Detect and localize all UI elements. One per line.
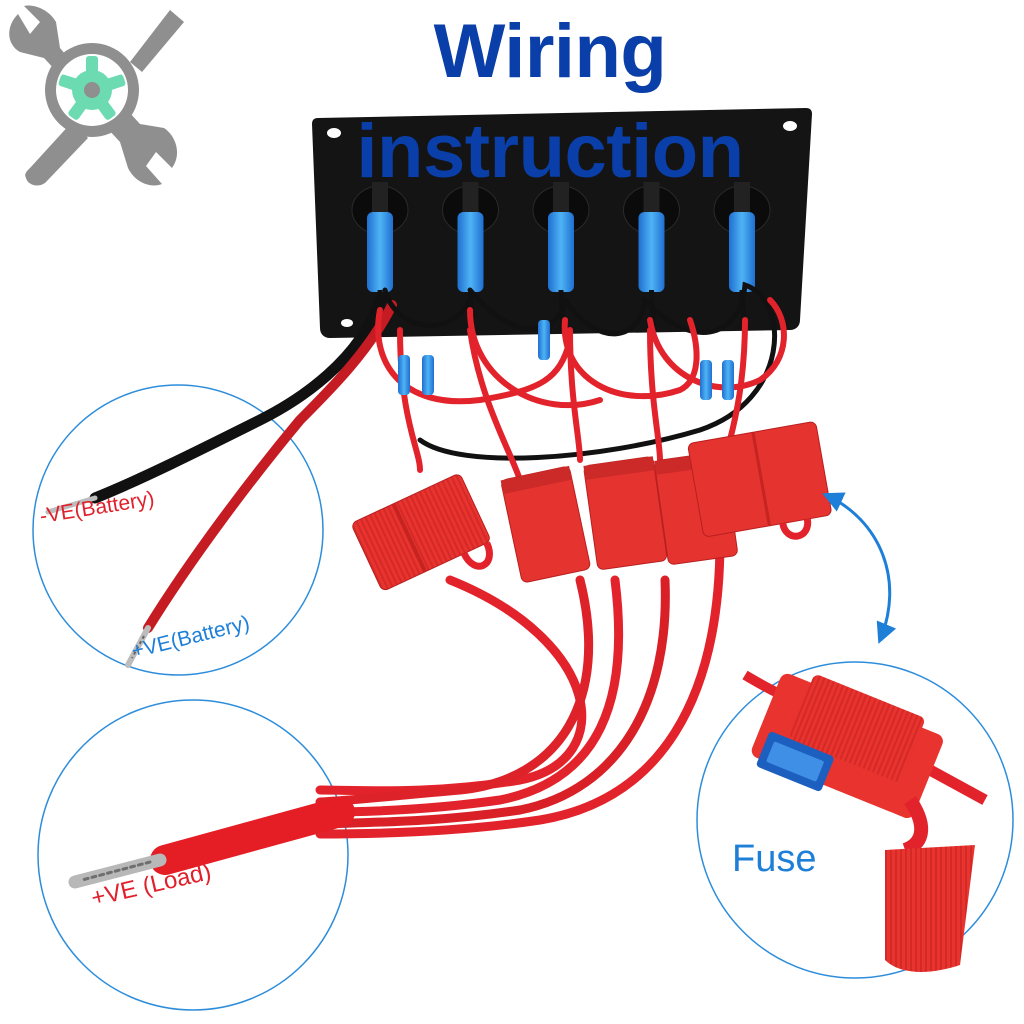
load-callout-circle	[37, 699, 349, 1011]
positive-battery-wire	[143, 300, 397, 633]
panel-wiring	[89, 281, 787, 633]
blue-spade-connector	[548, 212, 574, 292]
rocker-switch	[623, 182, 680, 331]
battery-lead-tips	[45, 495, 151, 668]
fuse-holder	[352, 474, 493, 591]
rocker-switch	[351, 182, 409, 331]
fuse-closeup	[742, 670, 988, 972]
fuse-callout-circle	[696, 661, 1014, 979]
screwdriver-icon	[25, 10, 184, 186]
blue-spade-connector	[729, 212, 755, 292]
rocker-switch	[532, 182, 590, 331]
switch-panel	[312, 108, 812, 338]
negative-battery-wire	[89, 294, 386, 504]
mount-hole	[327, 128, 341, 138]
fuse-holder	[583, 456, 668, 570]
blue-spade-connector	[367, 212, 393, 292]
load-wire-end	[150, 797, 355, 875]
blue-spade-connector	[638, 212, 665, 292]
logo-icon	[9, 5, 184, 186]
fuse-holder	[687, 421, 832, 540]
rocker-switch	[442, 182, 499, 331]
page-title: Wiring instruction	[356, 9, 744, 194]
battery-callout-circle	[32, 384, 324, 676]
mount-hole	[341, 319, 353, 327]
callout-arrow	[822, 492, 897, 644]
mount-hole	[783, 121, 797, 131]
fuse-holder	[500, 465, 591, 583]
fuse-holders	[352, 421, 832, 591]
fuse-label: Fuse	[732, 838, 817, 880]
blue-spade-connector	[457, 212, 484, 292]
load-wire-bundle	[68, 535, 725, 889]
